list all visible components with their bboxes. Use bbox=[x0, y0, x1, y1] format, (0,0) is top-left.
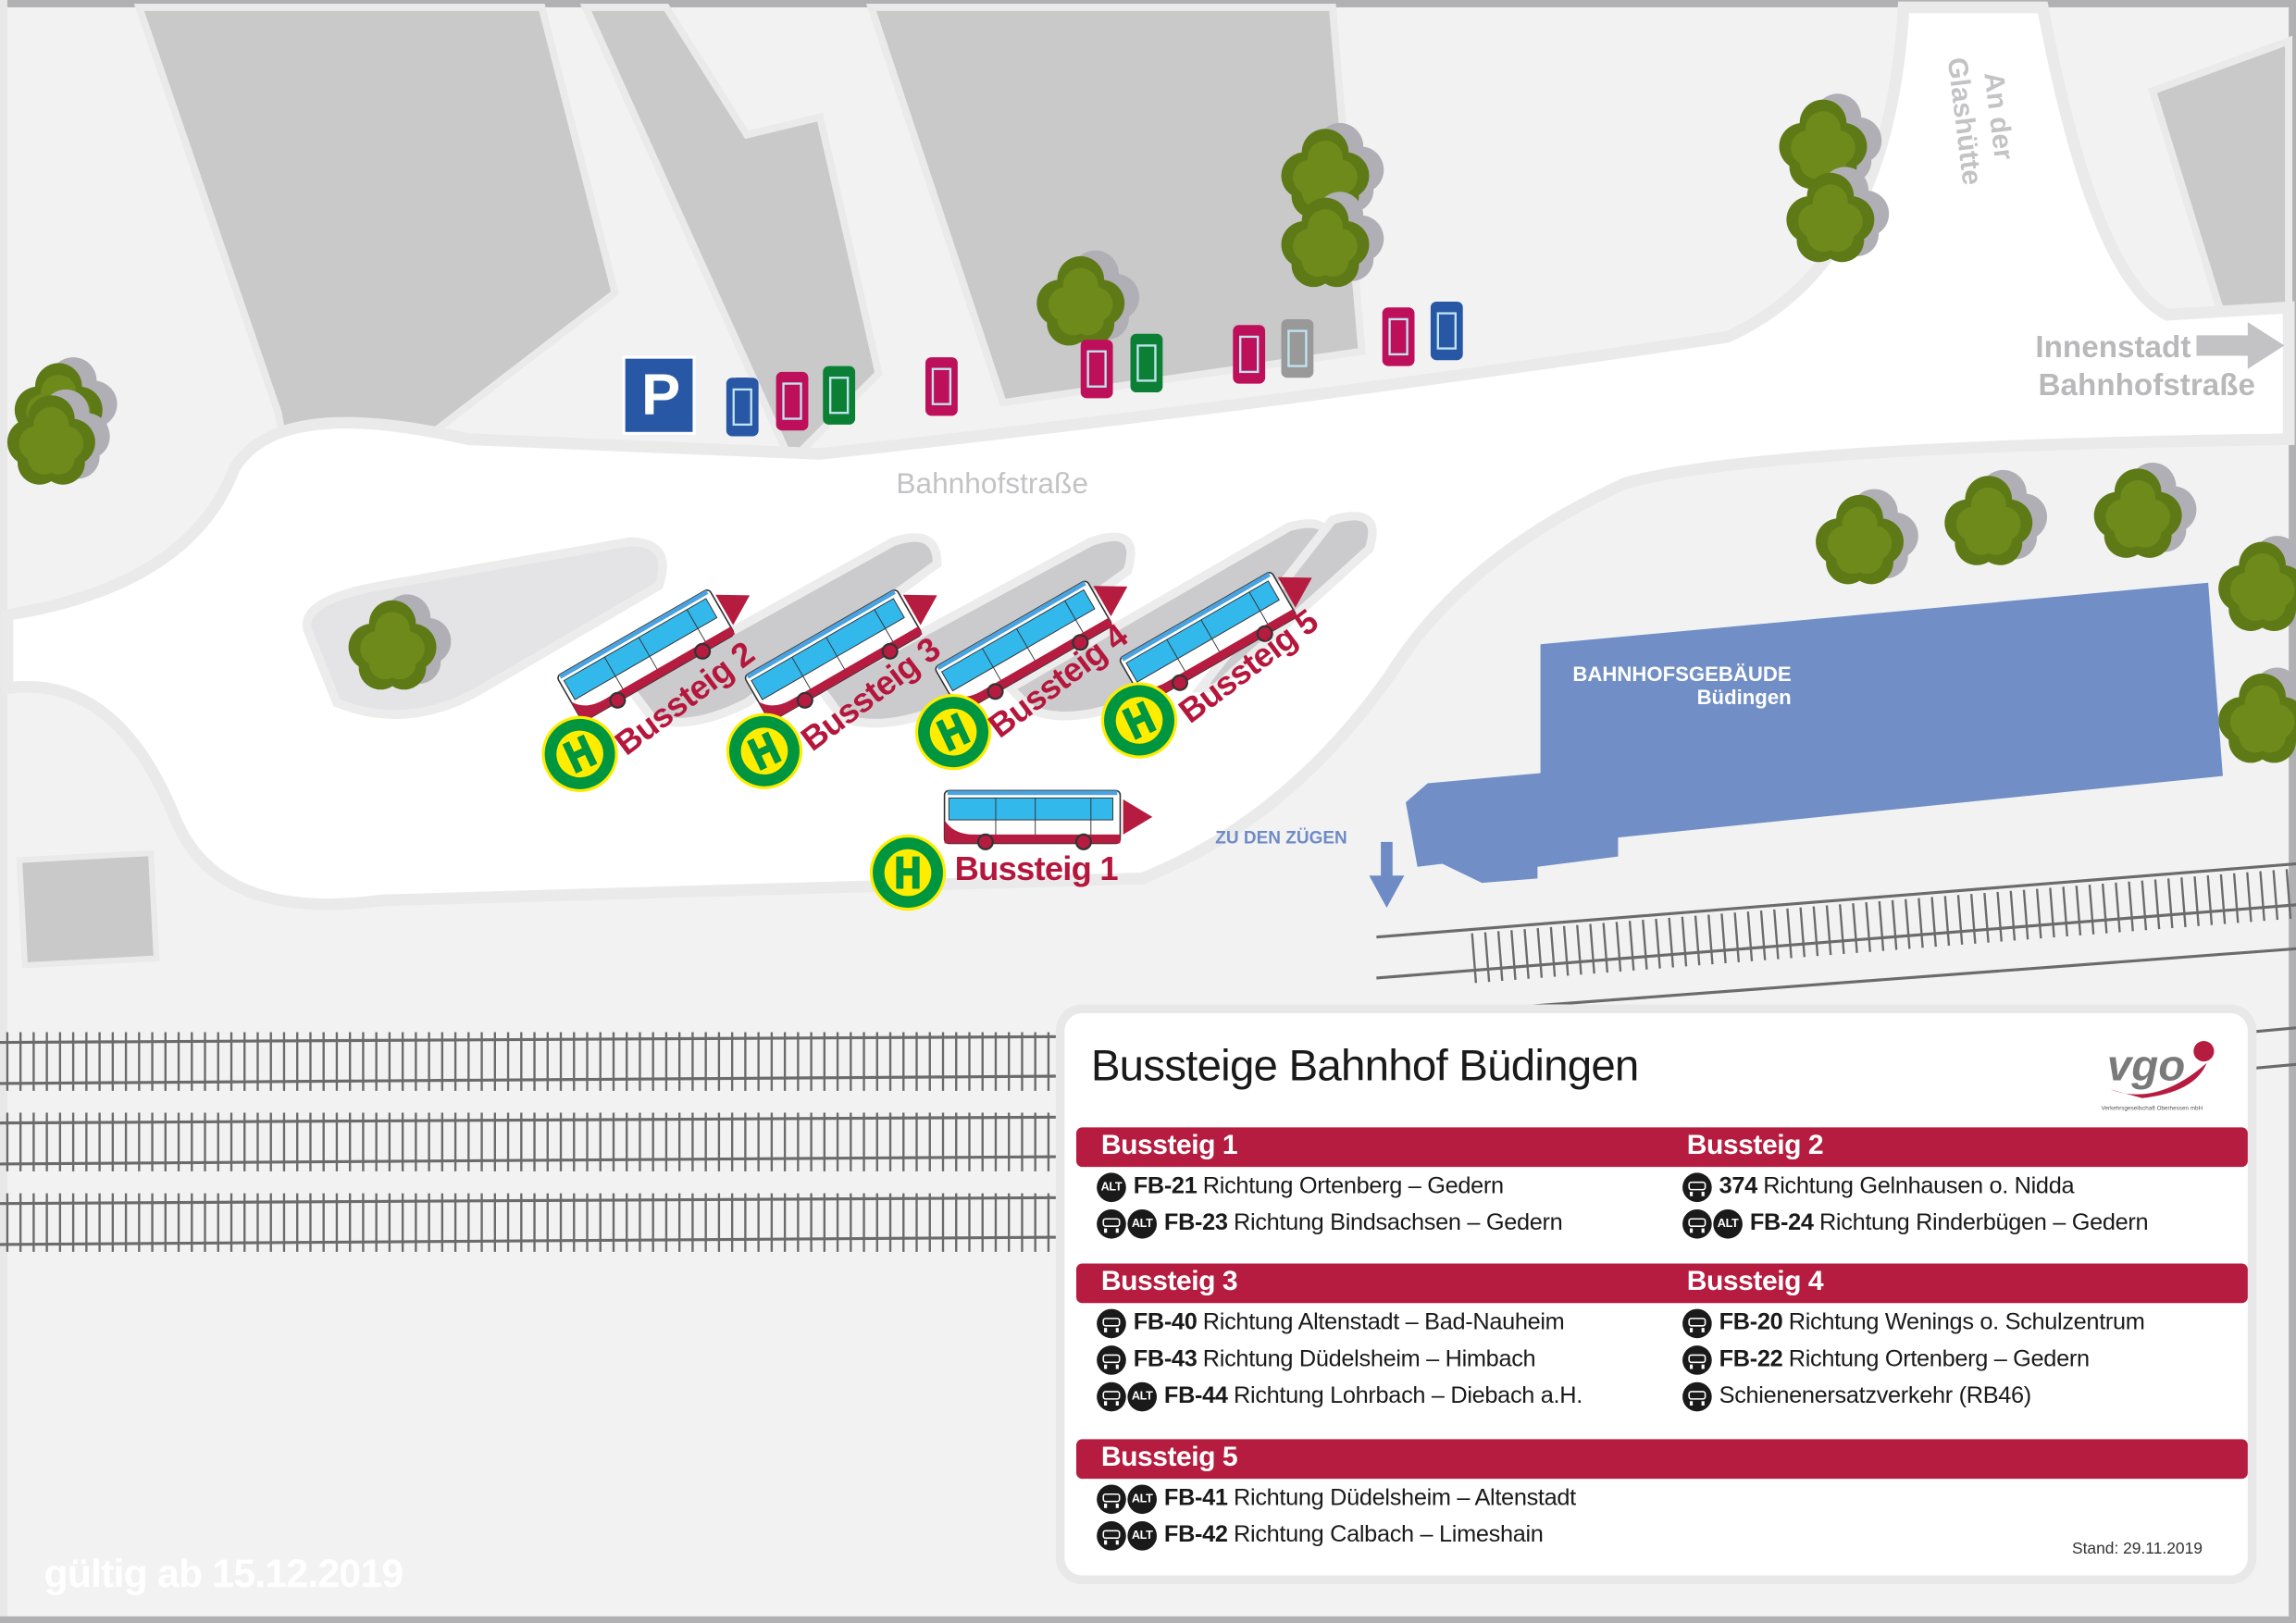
station-building-town: Büdingen bbox=[1696, 685, 1792, 709]
bus-icon bbox=[1682, 1345, 1712, 1375]
bus-icon bbox=[1682, 1381, 1712, 1412]
section-header-bussteig-2: Bussteig 2 bbox=[1686, 1130, 1824, 1161]
bus-icon bbox=[1097, 1208, 1126, 1239]
bus-icon bbox=[1097, 1484, 1126, 1515]
street-label-bahnhofstrasse: Bahnhofstraße bbox=[896, 468, 1088, 502]
section-header-bussteig-3: Bussteig 3 bbox=[1100, 1266, 1238, 1297]
bus-icon bbox=[1682, 1172, 1712, 1203]
parking-sign bbox=[622, 355, 696, 435]
section-header-band: Bussteig 5 bbox=[1075, 1439, 2248, 1480]
direction-label-bahnhofstrasse: Bahnhofstraße bbox=[2038, 368, 2256, 403]
section-header-bussteig-1: Bussteig 1 bbox=[1100, 1130, 1238, 1161]
stand-label-1: Bussteig 1 bbox=[954, 849, 1119, 887]
arrow-right-icon bbox=[2196, 322, 2285, 369]
railway-tracks bbox=[0, 861, 2296, 1252]
stand-date: Stand: 29.11.2019 bbox=[2071, 1540, 2203, 1558]
section-header-bussteig-5: Bussteig 5 bbox=[1100, 1442, 1238, 1473]
info-panel: Bussteige Bahnhof Büdingen vgo Verkehrsg… bbox=[1064, 1012, 2248, 1576]
alt-taxi-icon: ALT bbox=[1127, 1381, 1158, 1412]
alt-taxi-icon: ALT bbox=[1713, 1208, 1743, 1239]
bus-icon bbox=[1097, 1381, 1126, 1412]
alt-taxi-icon: ALT bbox=[1127, 1484, 1158, 1515]
bus-icon bbox=[1097, 1308, 1126, 1339]
station-building-title: BAHNHOFSGEBÄUDE bbox=[1572, 662, 1792, 686]
section-header-bussteig-4: Bussteig 4 bbox=[1686, 1266, 1824, 1297]
valid-from-label: gültig ab 15.12.2019 bbox=[43, 1552, 403, 1596]
panel-title: Bussteige Bahnhof Büdingen bbox=[1090, 1042, 1640, 1091]
station-building bbox=[1406, 582, 2223, 884]
to-trains-label: ZU DEN ZÜGEN bbox=[1215, 826, 1347, 849]
bus-icon bbox=[1682, 1308, 1712, 1339]
svg-text:Verkehrsgesellschaft Oberhesse: Verkehrsgesellschaft Oberhessen mbH bbox=[2102, 1105, 2203, 1111]
alt-taxi-icon: ALT bbox=[1127, 1521, 1158, 1551]
parking-letter: P bbox=[641, 363, 681, 428]
route-row: Schienenersatzverkehr (RB46) bbox=[1682, 1381, 2031, 1413]
svg-text:vgo: vgo bbox=[2107, 1042, 2185, 1091]
alt-taxi-icon: ALT bbox=[1097, 1172, 1126, 1203]
direction-label-innenstadt: Innenstadt bbox=[2035, 330, 2191, 365]
station-building-label: BAHNHOFSGEBÄUDE Büdingen bbox=[1572, 662, 1791, 709]
section-header-band: Bussteig 3 Bussteig 4 bbox=[1075, 1263, 2248, 1304]
bus-icon bbox=[1097, 1521, 1126, 1551]
section-header-band: Bussteig 1 Bussteig 2 bbox=[1075, 1127, 2248, 1168]
bus-icon bbox=[1097, 1345, 1126, 1375]
alt-taxi-icon: ALT bbox=[1127, 1208, 1158, 1239]
building-block bbox=[133, 3, 620, 541]
arrow-down-icon bbox=[1369, 841, 1405, 909]
bus-icon bbox=[1682, 1208, 1712, 1239]
vgo-logo: vgo Verkehrsgesellschaft Oberhessen mbH bbox=[2098, 1031, 2218, 1113]
